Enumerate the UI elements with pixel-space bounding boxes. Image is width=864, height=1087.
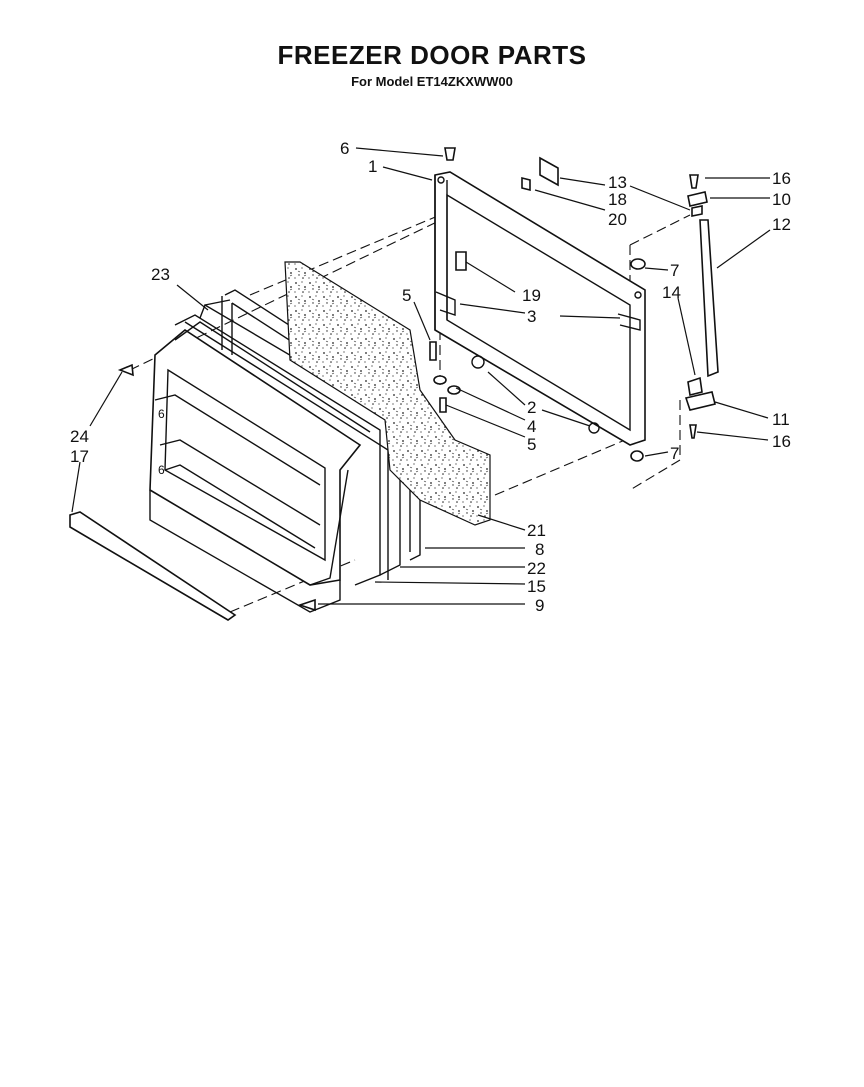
callout-labels: 6 1 13 18 20 16 10 12 7 14 19 3 5 23 2 4… <box>70 139 791 615</box>
callout-11: 11 <box>772 410 790 429</box>
callout-23: 23 <box>151 265 170 284</box>
callout-4: 4 <box>527 417 536 436</box>
callout-8: 8 <box>535 540 544 559</box>
callout-22: 22 <box>527 559 546 578</box>
callout-1: 1 <box>368 157 377 176</box>
model-subtitle: For Model ET14ZKXWW00 <box>351 74 513 89</box>
liner-mark-lower: 6 <box>158 463 165 477</box>
diagram-title: FREEZER DOOR PARTS <box>277 40 587 70</box>
callout-20: 20 <box>608 210 627 229</box>
callout-24: 24 <box>70 427 89 446</box>
callout-17: 17 <box>70 447 89 466</box>
callout-6: 6 <box>340 139 349 158</box>
callout-15: 15 <box>527 577 546 596</box>
callout-5-top: 5 <box>402 286 411 305</box>
callout-16-bottom: 16 <box>772 432 791 451</box>
leader-lines <box>71 147 771 605</box>
callout-5-bottom: 5 <box>527 435 536 454</box>
liner-mark-upper: 6 <box>158 407 165 421</box>
door-liner: 6 6 <box>149 321 371 613</box>
callout-12: 12 <box>772 215 791 234</box>
callout-14: 14 <box>662 283 681 302</box>
hardware <box>69 147 719 621</box>
callout-3: 3 <box>527 307 536 326</box>
callout-18: 18 <box>608 190 627 209</box>
door-outer-frame <box>434 171 646 446</box>
insulation-panel <box>284 261 491 526</box>
callout-7-bottom: 7 <box>670 444 679 463</box>
callout-9: 9 <box>535 596 544 615</box>
callout-7-top: 7 <box>670 261 679 280</box>
callout-2: 2 <box>527 398 536 417</box>
callout-13: 13 <box>608 173 627 192</box>
callout-19: 19 <box>522 286 541 305</box>
callout-10: 10 <box>772 190 791 209</box>
callout-21: 21 <box>527 521 546 540</box>
callout-16-top: 16 <box>772 169 791 188</box>
